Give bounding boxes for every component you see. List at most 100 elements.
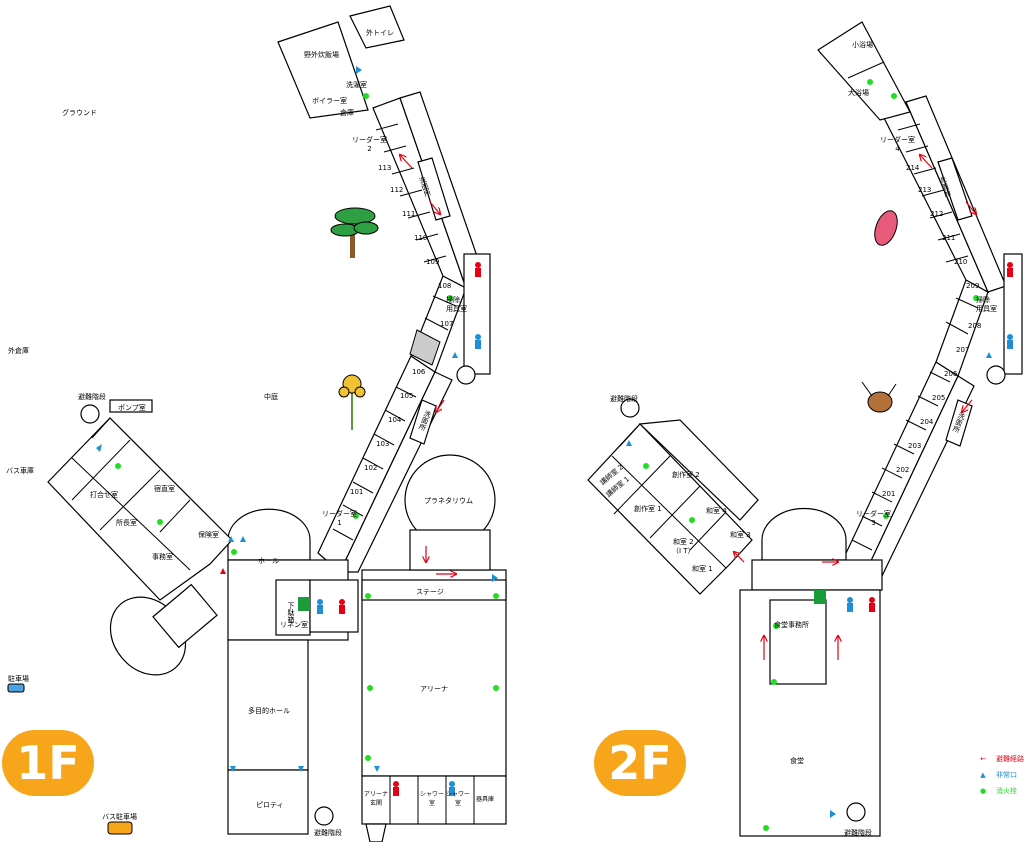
kitchen-office-label: 食堂事務所 xyxy=(774,621,809,629)
small-bath-label: 小浴場 xyxy=(852,41,873,49)
room-101: 101 xyxy=(350,488,364,496)
leader4-label: リーダー室 4 xyxy=(880,136,915,153)
evac-stairs-b-2f: 避難階段 xyxy=(844,829,872,837)
large-bath-label: 大浴場 xyxy=(848,89,869,97)
japanese-room1-label: 和室 1 xyxy=(692,565,713,573)
evac-stairs-a-2f: 避難階段 xyxy=(610,395,638,403)
planetarium-label: プラネタリウム xyxy=(424,497,473,505)
room-213: 213 xyxy=(918,186,932,194)
legend-evac-route-label: 避難経路 xyxy=(996,755,1024,763)
room-108: 108 xyxy=(438,282,452,290)
room-104: 104 xyxy=(388,416,402,424)
outdoor-cooking-label: 野外炊飯場 xyxy=(304,51,339,59)
floor1-badge: 1F xyxy=(2,730,94,796)
equipment-room-label: 器具庫 xyxy=(476,796,495,803)
director-room-label: 所長室 xyxy=(116,519,137,527)
room-109: 109 xyxy=(426,258,440,266)
health-room-label: 保険室 xyxy=(198,531,219,539)
room-111: 111 xyxy=(402,210,416,218)
courtyard-label: 中庭 xyxy=(264,393,278,401)
car-icon xyxy=(7,683,25,693)
stage-label: ステージ xyxy=(416,588,444,596)
cleaning-room-label: 掃除 用具室 xyxy=(446,296,467,313)
office-label: 事務室 xyxy=(152,553,173,561)
arena-entrance-label: アリーナ 玄関 xyxy=(364,791,389,807)
bus-icon xyxy=(107,821,133,835)
legend-hydrant-label: 消火栓 xyxy=(996,787,1017,795)
room-106: 106 xyxy=(412,368,426,376)
cleaning-room-2f-label: 掃除 用具室 xyxy=(976,296,997,313)
dining-label: 食堂 xyxy=(790,757,804,765)
legend-fire-hydrant: ● 消火栓 xyxy=(976,786,1017,796)
room-103: 103 xyxy=(376,440,390,448)
multipurpose-hall-label: 多目的ホール xyxy=(248,707,290,715)
room-203: 203 xyxy=(908,442,922,450)
fish-illustration xyxy=(874,210,898,246)
triangle-icon: ▲ xyxy=(980,771,986,779)
storage-label: 倉庫 xyxy=(340,109,354,117)
hall-dome xyxy=(227,508,311,561)
legend-emergency-exit: ▲ 非常口 xyxy=(976,770,1017,780)
floor1-plan xyxy=(7,5,507,842)
room-113: 113 xyxy=(378,164,392,172)
room-208: 208 xyxy=(968,322,982,330)
room-205: 205 xyxy=(932,394,946,402)
room-214: 214 xyxy=(906,164,920,172)
room-105: 105 xyxy=(400,392,414,400)
room-207: 207 xyxy=(956,346,970,354)
room-204: 204 xyxy=(920,418,934,426)
japanese-room2-label: 和室 2 （I T） xyxy=(672,538,695,555)
legend-exit-label: 非常口 xyxy=(996,771,1017,779)
outdoor-toilet-label: 外トイレ xyxy=(366,29,394,37)
room-107: 107 xyxy=(440,320,454,328)
shower2-label: シャワー 室 xyxy=(446,791,471,807)
bus-parking-label: バス駐車場 xyxy=(102,813,137,821)
floor2-plan xyxy=(587,21,1023,837)
outdoor-cooking-building xyxy=(277,21,369,119)
japanese-room3-label: 和室 3 xyxy=(730,531,751,539)
room-212: 212 xyxy=(930,210,944,218)
evac-stairs-b-1f: 避難階段 xyxy=(314,829,342,837)
west-wing-1f xyxy=(47,417,233,601)
shower1-label: シャワー 室 xyxy=(420,791,445,807)
room-206: 206 xyxy=(944,370,958,378)
arena-building xyxy=(361,569,507,777)
floor2-badge: 2F xyxy=(594,730,686,796)
leader2-label: リーダー室 2 xyxy=(352,136,387,153)
arrow-left-icon: ← xyxy=(980,755,986,763)
room-201: 201 xyxy=(882,490,896,498)
room-211: 211 xyxy=(942,234,956,242)
legend-evac-route: ← 避難経路 xyxy=(976,754,1024,764)
hall-label: ホール xyxy=(258,557,279,565)
duty-room-label: 宿直室 xyxy=(154,485,175,493)
ground-label: グラウンド xyxy=(62,109,97,117)
linen-room-label: リネン室 xyxy=(280,621,308,629)
flower-illustration xyxy=(338,374,366,430)
japanese-room4-label: 和室 4 xyxy=(706,507,727,515)
craft-room2-label: 創作室 2 xyxy=(672,471,700,479)
shoe-box-label: 下駄箱 xyxy=(287,602,295,623)
piloti-label: ピロティ xyxy=(256,801,284,809)
pump-room-label: ポンプ室 xyxy=(118,404,146,412)
boiler-label: ボイラー室 xyxy=(312,97,347,105)
room-112: 112 xyxy=(390,186,404,194)
bird-illustration xyxy=(861,381,897,413)
leader1-label: リーダー室 1 xyxy=(322,510,357,527)
craft-room1-label: 創作室 1 xyxy=(634,505,662,513)
meeting-room-label: 打合せ室 xyxy=(90,491,118,499)
room-110: 110 xyxy=(414,234,428,242)
room-202: 202 xyxy=(896,466,910,474)
room-102: 102 xyxy=(364,464,378,472)
circle-icon: ● xyxy=(979,787,987,795)
evac-stairs-a-1f: 避難階段 xyxy=(78,393,106,401)
arena-label: アリーナ xyxy=(420,685,448,693)
outdoor-toilet-building xyxy=(349,5,405,49)
outdoor-warehouse-label: 外倉庫 xyxy=(8,347,29,355)
room-210: 210 xyxy=(954,258,968,266)
room-209: 209 xyxy=(966,282,980,290)
pine-tree-illustration xyxy=(330,207,379,258)
leader3-label: リーダー室 3 xyxy=(856,510,891,527)
bus-garage-label: バス車庫 xyxy=(6,467,34,475)
laundry-label: 洗濯室 xyxy=(346,81,367,89)
